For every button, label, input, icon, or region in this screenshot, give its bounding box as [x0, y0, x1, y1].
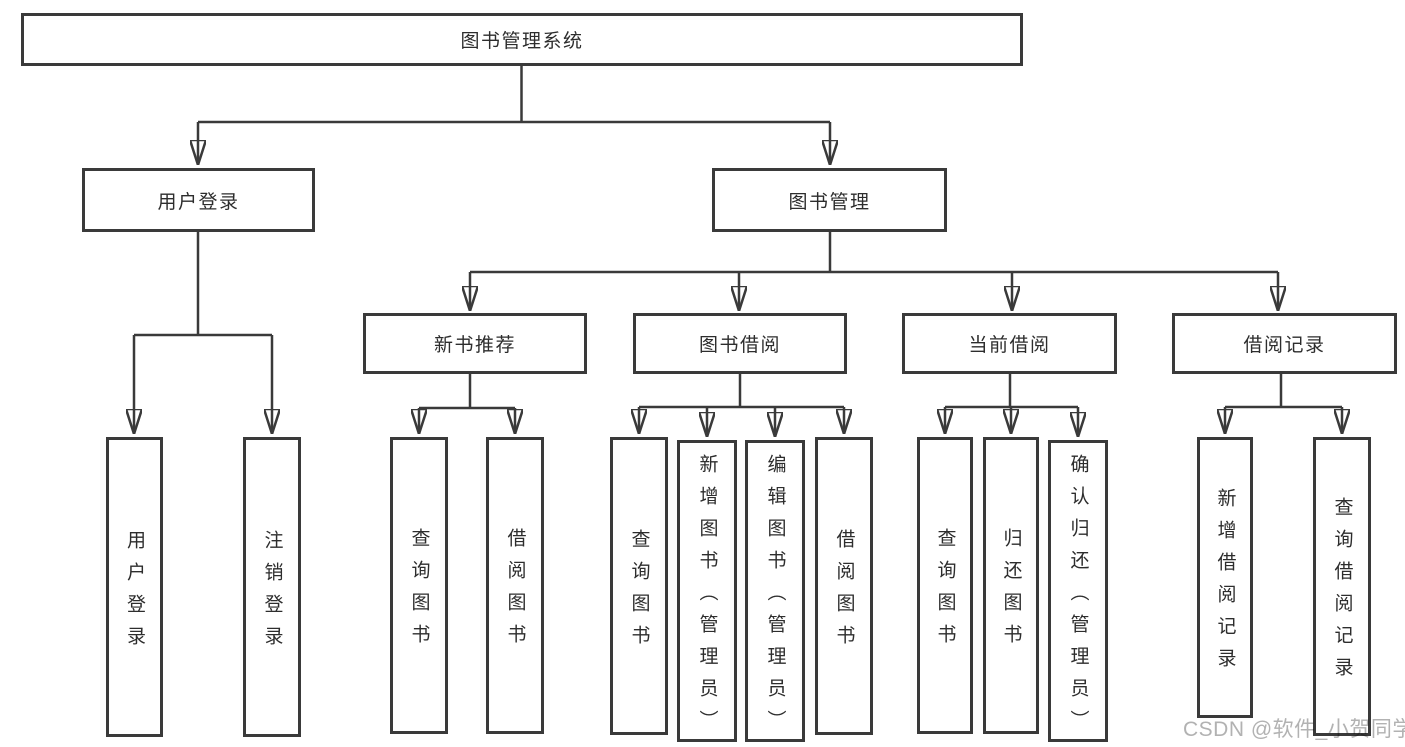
node-user-login-group: 用户登录 [82, 168, 315, 232]
node-borrow-add-books-admin: 新增图书（管理员） [677, 440, 737, 742]
node-recommend-borrow-books: 借阅图书 [486, 437, 544, 734]
node-records-query-record-label: 查询借阅记录 [1331, 497, 1353, 689]
node-records-query-record: 查询借阅记录 [1313, 437, 1371, 736]
node-current-borrow-label: 当前借阅 [968, 335, 1051, 356]
node-borrow-add-books-admin-label: 新增图书（管理员） [696, 453, 718, 742]
node-borrow-records: 借阅记录 [1172, 313, 1397, 374]
node-current-return-books: 归还图书 [983, 437, 1039, 734]
csdn-watermark: CSDN @软件_小贺同学 [1183, 718, 1405, 741]
node-new-book-recommend-label: 新书推荐 [433, 335, 516, 356]
node-logout-leaf: 注销登录 [243, 437, 301, 737]
node-recommend-query-books: 查询图书 [390, 437, 448, 734]
node-book-borrow: 图书借阅 [633, 313, 847, 374]
node-current-query-books: 查询图书 [917, 437, 973, 734]
node-recommend-borrow-books-label: 借阅图书 [504, 528, 526, 656]
node-current-borrow: 当前借阅 [902, 313, 1117, 374]
node-library-system-label: 图书管理系统 [460, 31, 584, 52]
node-logout-leaf-label: 注销登录 [261, 529, 283, 658]
node-recommend-query-books-label: 查询图书 [408, 528, 430, 656]
node-records-add-record-label: 新增借阅记录 [1214, 488, 1236, 680]
node-user-login-leaf-label: 用户登录 [124, 529, 145, 658]
node-book-management: 图书管理 [712, 168, 947, 232]
node-borrow-records-label: 借阅记录 [1243, 335, 1326, 356]
node-user-login-leaf: 用户登录 [106, 437, 163, 737]
node-book-management-label: 图书管理 [788, 191, 871, 213]
node-borrow-borrow-books-label: 借阅图书 [833, 528, 855, 657]
node-records-add-record: 新增借阅记录 [1197, 437, 1253, 718]
node-user-login-group-label: 用户登录 [157, 191, 240, 213]
node-current-confirm-return-admin-label: 确认归还（管理员） [1067, 453, 1089, 742]
node-new-book-recommend: 新书推荐 [363, 313, 587, 374]
node-borrow-edit-books-admin: 编辑图书（管理员） [745, 440, 805, 742]
node-borrow-borrow-books: 借阅图书 [815, 437, 873, 735]
node-current-query-books-label: 查询图书 [934, 528, 956, 656]
node-current-confirm-return-admin: 确认归还（管理员） [1048, 440, 1108, 742]
node-borrow-edit-books-admin-label: 编辑图书（管理员） [764, 453, 786, 742]
node-borrow-query-books: 查询图书 [610, 437, 668, 735]
node-current-return-books-label: 归还图书 [1000, 528, 1022, 656]
node-library-system: 图书管理系统 [21, 13, 1023, 66]
node-borrow-query-books-label: 查询图书 [628, 528, 650, 657]
node-book-borrow-label: 图书借阅 [698, 335, 781, 356]
